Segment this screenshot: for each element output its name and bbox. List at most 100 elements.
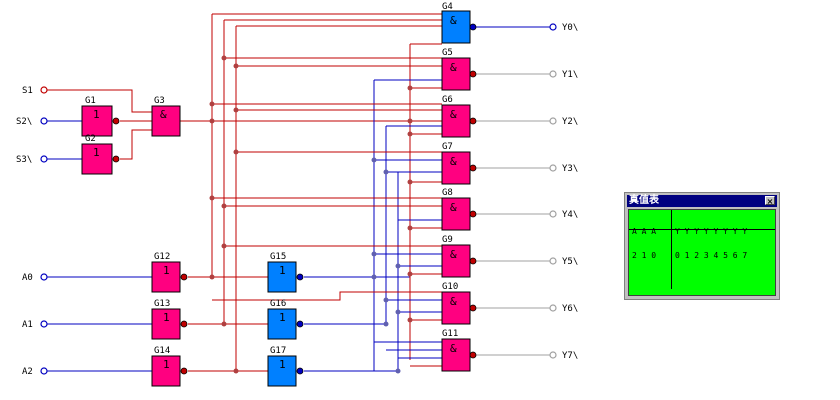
input-a1-label: A1 <box>22 320 33 330</box>
gate-g5-symbol: & <box>450 61 457 74</box>
gate-g10[interactable]: G10 & <box>441 282 477 325</box>
gate-g1[interactable]: G1 1 <box>81 96 120 137</box>
gate-g15-name: G15 <box>270 252 286 262</box>
input-s1[interactable]: S1 <box>22 86 48 96</box>
gate-g16[interactable]: G16 1 <box>267 299 304 340</box>
output-y6-terminal[interactable] <box>549 304 557 312</box>
output-y5[interactable]: Y5\ <box>549 257 578 267</box>
gate-g5-inverter-bubble <box>469 70 477 78</box>
output-wires <box>476 26 550 356</box>
gate-g4[interactable]: G4 & <box>441 2 477 44</box>
gate-g13-inverter-bubble <box>180 320 188 328</box>
close-icon[interactable]: × <box>765 196 775 206</box>
gate-g12-symbol: 1 <box>163 264 170 277</box>
gate-g16-body[interactable] <box>267 308 297 340</box>
gate-g5[interactable]: G5 & <box>441 48 477 91</box>
gate-g2[interactable]: G2 1 <box>81 134 120 175</box>
output-y1[interactable]: Y1\ <box>549 70 578 80</box>
input-a1-terminal[interactable] <box>40 320 48 328</box>
output-y7-terminal[interactable] <box>549 351 557 359</box>
gate-g14-body[interactable] <box>151 355 181 387</box>
gate-g13-name: G13 <box>154 299 170 309</box>
gate-g7[interactable]: G7 & <box>441 142 477 185</box>
input-s3-terminal[interactable] <box>40 155 48 163</box>
output-y6[interactable]: Y6\ <box>549 304 578 314</box>
gate-g9-inverter-bubble <box>469 257 477 265</box>
output-y0[interactable]: Y0\ <box>549 23 578 33</box>
input-a2[interactable]: A2 <box>22 367 48 377</box>
input-s1-label: S1 <box>22 86 33 96</box>
gate-g11-symbol: & <box>450 342 457 355</box>
gate-g16-symbol: 1 <box>279 311 286 324</box>
gate-g6[interactable]: G6 & <box>441 95 477 138</box>
truth-table-window[interactable]: 真值表 × A A A 2 1 0 Y Y Y Y Y Y Y Y 0 1 2 … <box>624 192 780 300</box>
gate-g11-inverter-bubble <box>469 351 477 359</box>
gate-g2-symbol: 1 <box>93 146 100 159</box>
input-s2[interactable]: S2\ <box>16 117 48 127</box>
gate-g1-body[interactable] <box>81 105 113 137</box>
gate-g12[interactable]: G12 1 <box>151 252 188 293</box>
gate-g15-symbol: 1 <box>279 264 286 277</box>
gate-g17[interactable]: G17 1 <box>267 346 304 387</box>
gate-g17-body[interactable] <box>267 355 297 387</box>
truth-table-address-header: A A A 2 1 0 <box>632 212 661 276</box>
gate-g9[interactable]: G9 & <box>441 235 477 278</box>
gate-g6-body[interactable] <box>441 104 471 138</box>
gate-g3-body[interactable] <box>151 105 181 137</box>
output-y1-terminal[interactable] <box>549 70 557 78</box>
truth-table-header-divider <box>629 229 775 230</box>
gate-g11[interactable]: G11 & <box>441 329 477 372</box>
gate-g13[interactable]: G13 1 <box>151 299 188 340</box>
gate-g1-inverter-bubble <box>112 117 120 125</box>
output-y6-label: Y6\ <box>562 304 578 314</box>
input-s2-terminal[interactable] <box>40 117 48 125</box>
gate-g8[interactable]: G8 & <box>441 188 477 231</box>
gate-g14-inverter-bubble <box>180 367 188 375</box>
truth-table-output-header-bottom: 0 1 2 3 4 5 6 7 <box>675 251 748 260</box>
output-y1-label: Y1\ <box>562 70 578 80</box>
input-a0-terminal[interactable] <box>40 273 48 281</box>
gate-g5-body[interactable] <box>441 57 471 91</box>
output-y3[interactable]: Y3\ <box>549 164 578 174</box>
gate-g12-inverter-bubble <box>180 273 188 281</box>
truth-table-address-header-top: A A A <box>632 227 657 236</box>
gate-feed-lines <box>212 13 442 367</box>
truth-table-title-bar[interactable]: 真值表 × <box>627 195 777 207</box>
gate-g8-symbol: & <box>450 201 457 214</box>
input-a2-terminal[interactable] <box>40 367 48 375</box>
gate-g16-inverter-bubble <box>296 320 304 328</box>
output-y3-label: Y3\ <box>562 164 578 174</box>
input-a0[interactable]: A0 <box>22 273 48 283</box>
output-y4[interactable]: Y4\ <box>549 210 578 220</box>
gate-g7-body[interactable] <box>441 151 471 185</box>
gate-g8-inverter-bubble <box>469 210 477 218</box>
gate-g11-body[interactable] <box>441 338 471 372</box>
input-a1[interactable]: A1 <box>22 320 48 330</box>
gate-g2-body[interactable] <box>81 143 113 175</box>
gate-g13-body[interactable] <box>151 308 181 340</box>
output-y5-terminal[interactable] <box>549 257 557 265</box>
gate-g3-symbol: & <box>160 108 167 121</box>
input-s3[interactable]: S3\ <box>16 155 48 165</box>
gate-g4-symbol: & <box>450 14 457 27</box>
gate-g3[interactable]: G3 & <box>151 96 181 137</box>
output-y7[interactable]: Y7\ <box>549 351 578 361</box>
output-y0-terminal[interactable] <box>549 23 557 31</box>
gate-g15-body[interactable] <box>267 261 297 293</box>
output-y2-terminal[interactable] <box>549 117 557 125</box>
output-y3-terminal[interactable] <box>549 164 557 172</box>
gate-g14[interactable]: G14 1 <box>151 346 188 387</box>
gate-g9-body[interactable] <box>441 244 471 278</box>
gate-g6-name: G6 <box>442 95 453 105</box>
gate-g15[interactable]: G15 1 <box>267 252 304 293</box>
gate-g12-body[interactable] <box>151 261 181 293</box>
vertical-buses-red <box>211 14 237 371</box>
output-y2[interactable]: Y2\ <box>549 117 578 127</box>
gate-g9-name: G9 <box>442 235 453 245</box>
output-y4-terminal[interactable] <box>549 210 557 218</box>
gate-g11-name: G11 <box>442 329 458 339</box>
output-y4-label: Y4\ <box>562 210 578 220</box>
input-s1-terminal[interactable] <box>40 86 48 94</box>
gate-g16-name: G16 <box>270 299 286 309</box>
